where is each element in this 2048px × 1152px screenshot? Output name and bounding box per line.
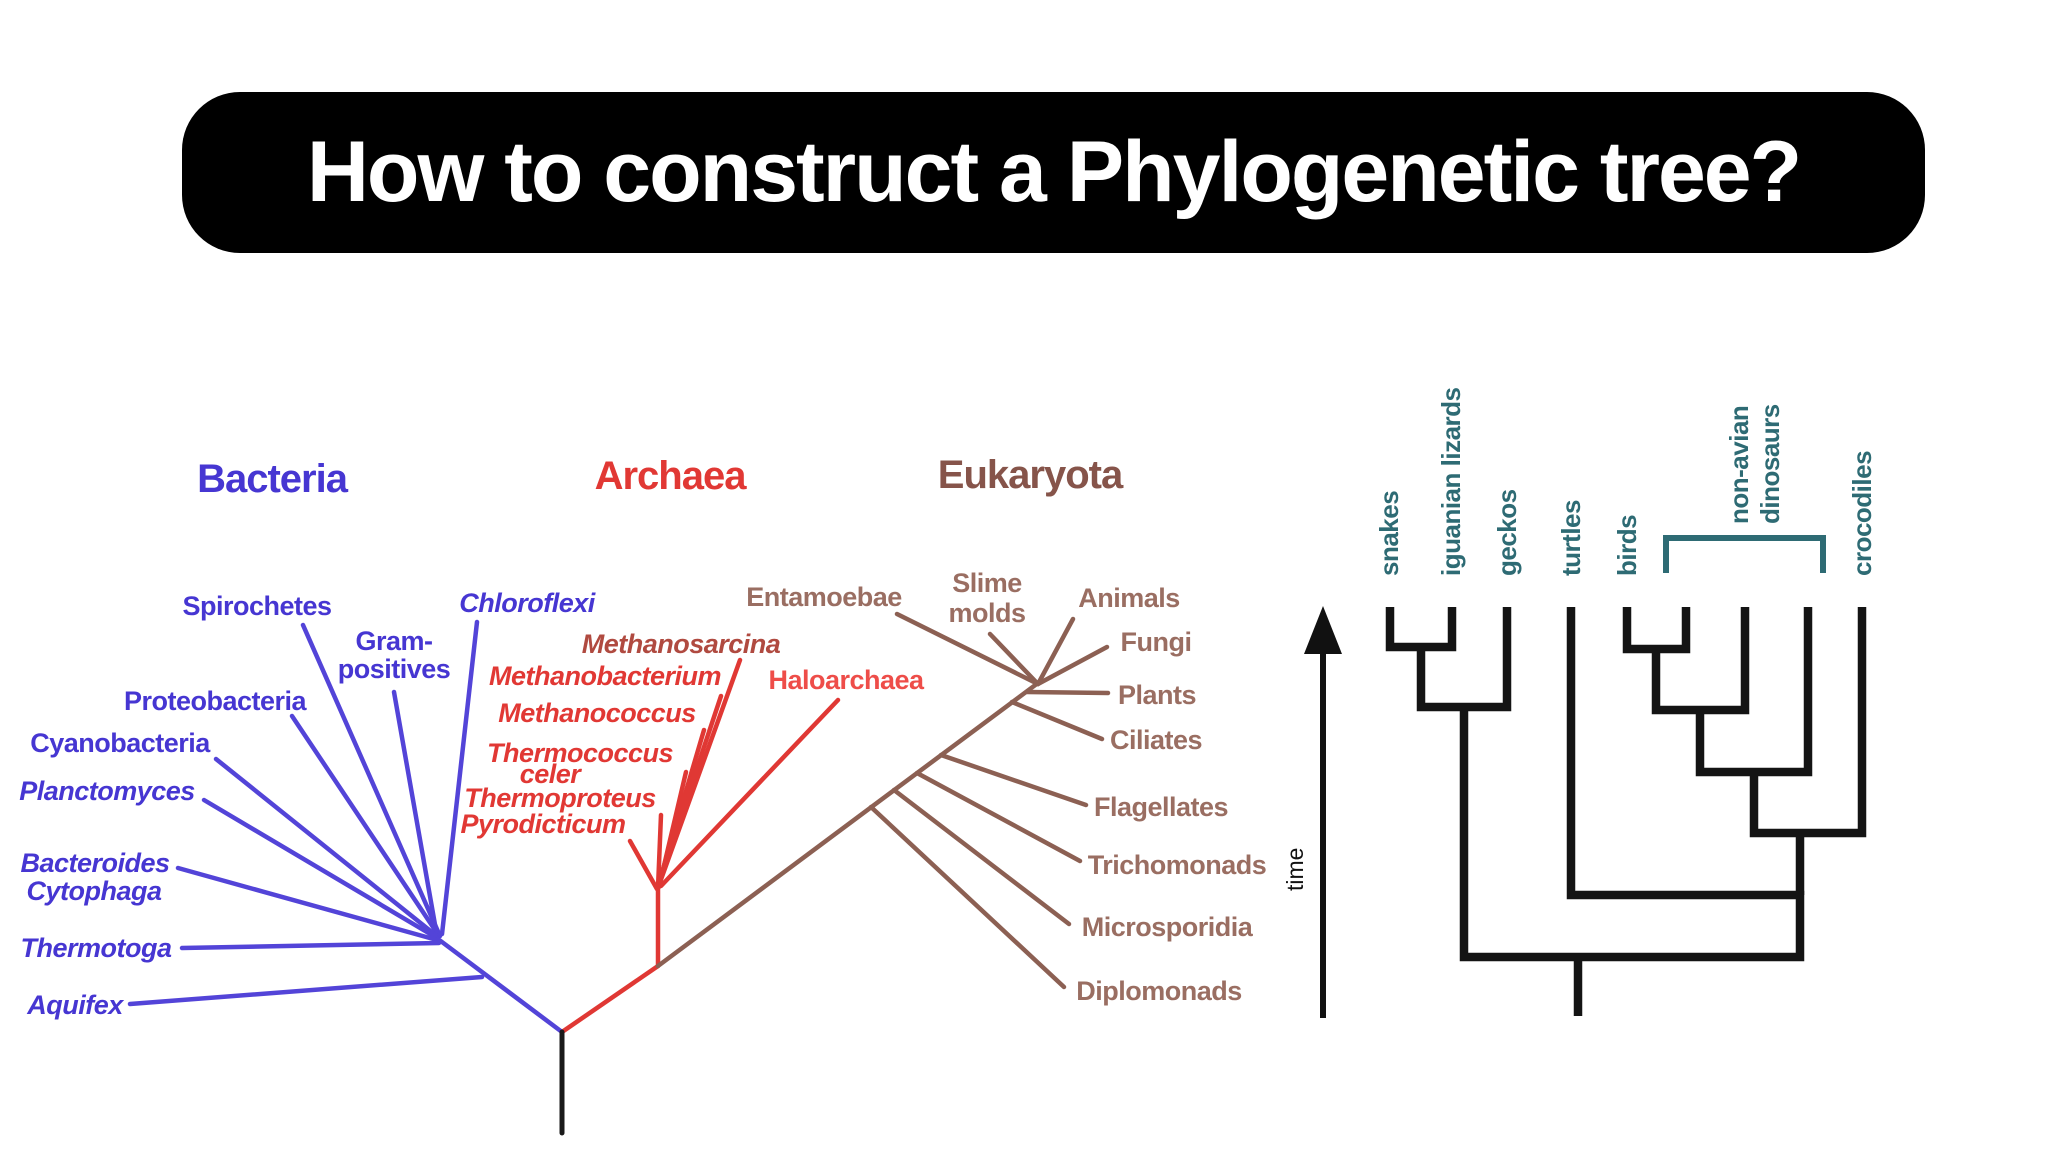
tip-label-snakes: snakes <box>1374 491 1404 576</box>
label-planctomyces: Planctomyces <box>19 776 195 806</box>
label-gram-positives-line1: Gram- <box>355 626 432 656</box>
branch-chloroflexi <box>439 619 480 937</box>
label-methanococcus: Methanococcus <box>498 698 696 728</box>
label-bacteroides: Bacteroides <box>20 848 170 878</box>
clade-root-and-turtles <box>1459 607 1805 962</box>
time-axis-label: time <box>1282 848 1308 891</box>
label-fungi: Fungi <box>1121 627 1192 657</box>
label-methanobacterium: Methanobacterium <box>489 661 721 691</box>
label-thermococcus: Thermococcus <box>487 738 674 768</box>
label-spirochetes: Spirochetes <box>182 591 331 621</box>
title-banner: How to construct a Phylogenetic tree? <box>182 92 1925 253</box>
branch-entamoebae <box>894 611 1041 687</box>
label-ciliates: Ciliates <box>1110 725 1202 755</box>
branch-trichomonads <box>914 770 1083 864</box>
branch-gram-positives <box>391 689 440 939</box>
label-microsporidia: Microsporidia <box>1082 912 1254 942</box>
label-gram-positives-line2: positives <box>338 654 451 684</box>
branch-ciliates <box>1009 699 1105 742</box>
label-cyanobacteria: Cyanobacteria <box>30 728 211 758</box>
branch-pyrodicticum <box>627 838 660 892</box>
branch-plants <box>1024 689 1111 696</box>
label-flagellates: Flagellates <box>1094 792 1228 822</box>
time-axis: time <box>1282 606 1342 1018</box>
branch-thermotoga <box>179 940 442 951</box>
label-aquifex: Aquifex <box>26 990 124 1020</box>
label-animals: Animals <box>1078 583 1180 613</box>
clade-snakes-iguanians <box>1385 607 1457 652</box>
branch-thermoproteus <box>655 812 664 891</box>
time-arrow-head-icon <box>1304 606 1342 654</box>
clade-plus-geckos <box>1416 607 1512 712</box>
label-proteobacteria: Proteobacteria <box>124 686 308 716</box>
page-title: How to construct a Phylogenetic tree? <box>306 124 1802 220</box>
tip-label-crocodiles: crocodiles <box>1847 451 1877 576</box>
header-eukaryota: Eukaryota <box>938 453 1124 497</box>
tip-label-geckos: geckos <box>1492 489 1522 576</box>
branch-thermococcus-celer <box>656 769 689 890</box>
clade-plus-dino3 <box>1695 607 1813 777</box>
label-plants: Plants <box>1118 680 1196 710</box>
branch-bacteroides-cytophaga <box>175 865 440 943</box>
tip-label-dinosaurs: dinosaurs <box>1755 404 1785 524</box>
tip-label-turtles: turtles <box>1556 500 1586 576</box>
tip-label-iguanian-lizards: iguanian lizards <box>1436 387 1466 576</box>
branch-animals <box>1035 616 1076 687</box>
eukaryota-trunk <box>655 680 1041 969</box>
branch-aquifex <box>127 974 485 1007</box>
non-avian-dinosaurs-bracket <box>1663 535 1826 573</box>
branch-fungi <box>1035 644 1110 687</box>
label-slime: Slime <box>952 568 1022 598</box>
label-methanosarcina: Methanosarcina <box>582 629 781 659</box>
clade-plus-crocodiles <box>1749 607 1867 838</box>
label-pyrodicticum: Pyrodicticum <box>460 809 625 839</box>
tree-of-life-figure: Bacteria Archaea Eukaryota Spirochetes G… <box>19 453 1267 1136</box>
tip-label-non-avian: non-avian <box>1724 406 1754 524</box>
clade-plus-dino2 <box>1651 607 1750 715</box>
label-thermoproteus: Thermoproteus <box>464 783 656 813</box>
bacteria-trunk <box>435 936 565 1035</box>
branch-cyanobacteria <box>213 756 441 940</box>
header-archaea: Archaea <box>595 454 748 498</box>
branch-spirochetes <box>300 622 443 939</box>
branch-haloarchaea <box>658 697 841 889</box>
cladogram-figure: snakes iguanian lizards geckos turtles b… <box>1374 387 1877 1016</box>
clade-birds-dino <box>1622 607 1691 654</box>
label-diplomonads: Diplomonads <box>1076 976 1242 1006</box>
header-bacteria: Bacteria <box>197 457 349 501</box>
label-haloarchaea: Haloarchaea <box>768 665 925 695</box>
branch-flagellates <box>938 752 1089 808</box>
branch-diplomonads <box>868 804 1067 990</box>
label-celer: celer <box>520 759 583 789</box>
tip-label-birds: birds <box>1612 515 1642 576</box>
label-cytophaga: Cytophaga <box>26 876 161 906</box>
label-chloroflexi: Chloroflexi <box>459 588 596 618</box>
label-molds: molds <box>948 598 1025 628</box>
branch-microsporidia <box>891 787 1072 927</box>
label-thermotoga: Thermotoga <box>20 933 171 963</box>
label-trichomonads: Trichomonads <box>1088 850 1267 880</box>
archaea-trunk-diagonal <box>559 963 661 1035</box>
branch-slime-molds <box>987 631 1041 687</box>
label-entamoebae: Entamoebae <box>746 582 902 612</box>
branch-planctomyces <box>201 797 440 941</box>
branch-proteobacteria <box>289 713 442 939</box>
